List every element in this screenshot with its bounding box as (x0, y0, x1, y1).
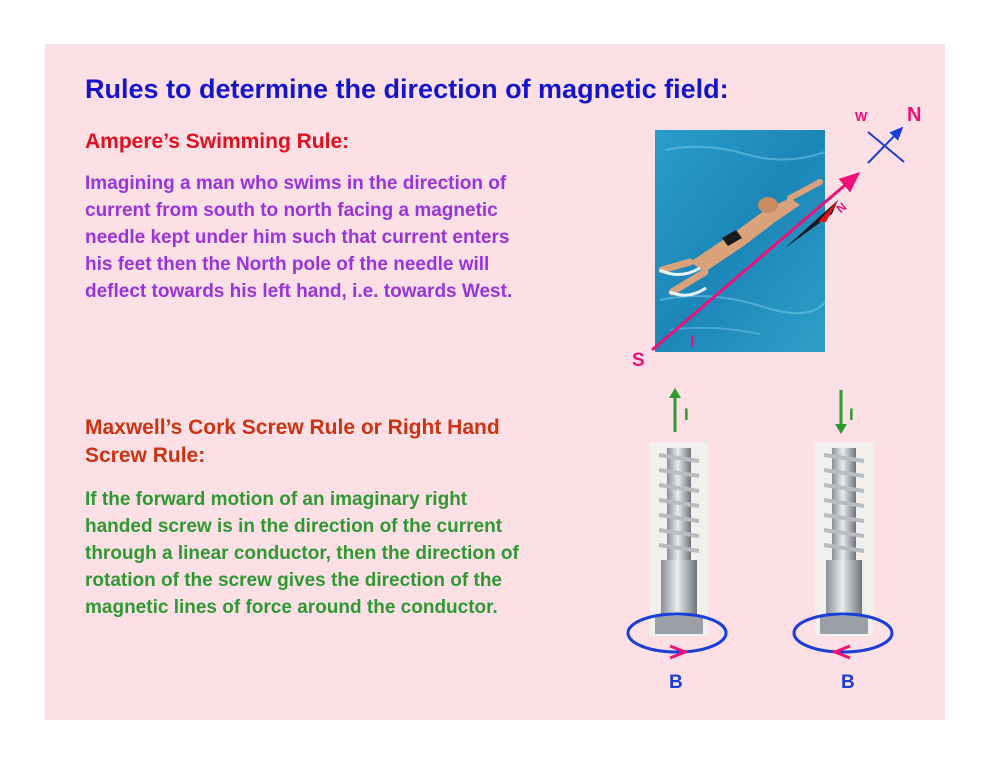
maxwell-rule-heading: Maxwell’s Cork Screw Rule or Right Hand … (85, 416, 500, 467)
screw-figure-down: I B (792, 390, 894, 693)
ampere-rule-heading: Ampere’s Swimming Rule: (85, 130, 350, 153)
compass-north-label: N (907, 104, 921, 126)
ampere-rule-text: Imagining a man who swims in the directi… (85, 173, 513, 302)
compass-icon (867, 126, 905, 164)
field-ring (626, 612, 728, 654)
maxwell-rule-text: If the forward motion of an imaginary ri… (85, 489, 519, 618)
current-label: I (690, 332, 695, 351)
current-line-arrow (651, 172, 861, 352)
field-ring (792, 612, 894, 654)
needle-north-label: N (834, 200, 850, 216)
compass-west-label: W (855, 109, 868, 124)
swimmer-image (655, 130, 838, 352)
screw1-field-label: B (669, 672, 683, 693)
screw2-current-label: I (849, 405, 854, 424)
south-label: S (632, 350, 645, 371)
rotation-arrow-icon (669, 644, 690, 660)
screw1-current-label: I (684, 405, 689, 424)
screw2-field-label: B (841, 672, 855, 693)
screw-figure-up: I B (626, 388, 728, 693)
page-title: Rules to determine the direction of magn… (85, 74, 729, 104)
rotation-arrow-icon (830, 644, 851, 660)
